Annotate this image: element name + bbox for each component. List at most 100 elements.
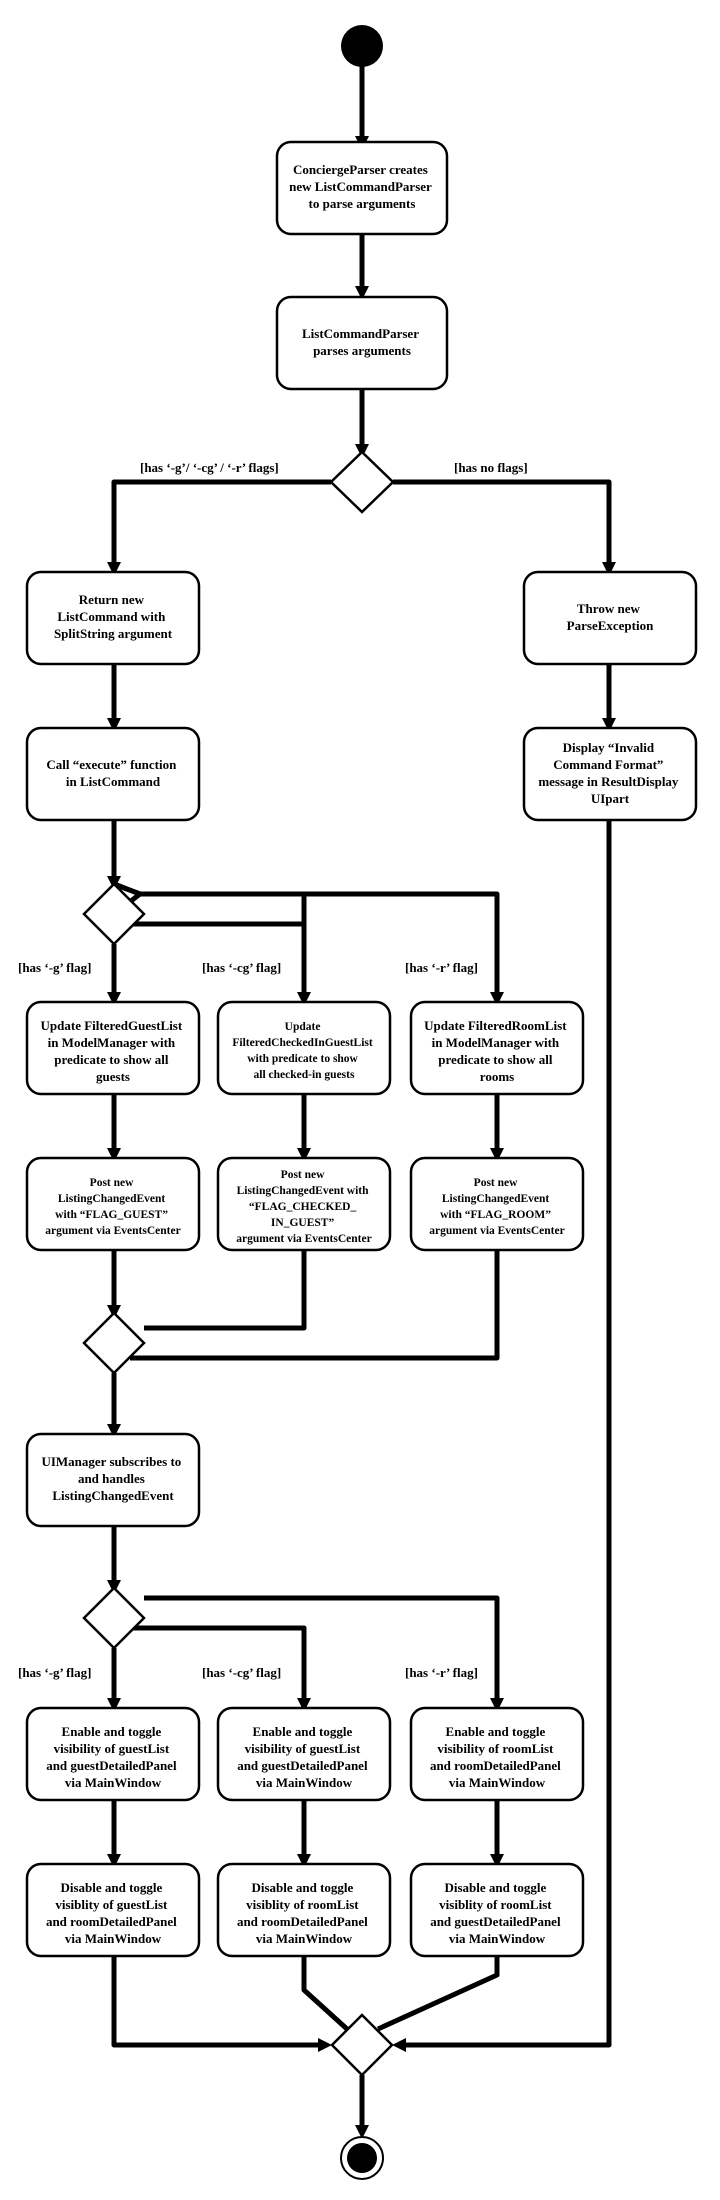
svg-text:Post new ListingChangedE: Post new ListingChangedEvent with “FLAG_… bbox=[429, 1177, 564, 1237]
arrowhead bbox=[355, 286, 369, 300]
node-line: with predicate to show bbox=[247, 1053, 358, 1065]
node-post-checkedin: Post new ListingChangedEvent with “FLAG_… bbox=[216, 1156, 392, 1252]
node-update-checkedin: Update FilteredCheckedInGuestList with p… bbox=[216, 1000, 392, 1096]
node-line: Display “Invalid bbox=[563, 740, 655, 755]
arrowhead bbox=[107, 1424, 121, 1438]
node-line: via MainWindow bbox=[449, 1931, 546, 1946]
node-line: visiblity of roomList bbox=[439, 1897, 552, 1912]
node-parser-creates: ConciergeParser creates new ListCommandP… bbox=[275, 140, 449, 236]
node-line: Disable and toggle bbox=[444, 1880, 546, 1895]
node-line: and handles bbox=[78, 1471, 145, 1486]
svg-text:Enable and toggle visibi: Enable and toggle visibility of roomList… bbox=[430, 1724, 564, 1790]
node-ui-subscribes: UIManager subscribes to and handles List… bbox=[25, 1432, 201, 1528]
node-line: parses arguments bbox=[313, 343, 411, 358]
svg-text:Display “Invalid Command: Display “Invalid Command Format” message… bbox=[538, 740, 681, 806]
node-line: via MainWindow bbox=[256, 1931, 353, 1946]
node-line: Post new bbox=[474, 1177, 518, 1189]
node-line: SplitString argument bbox=[54, 626, 173, 641]
svg-text:Update FilteredCheckedIn: Update FilteredCheckedInGuestList with p… bbox=[232, 1021, 375, 1081]
arrowhead bbox=[490, 1698, 504, 1712]
node-line: Enable and toggle bbox=[62, 1724, 162, 1739]
node-line: and roomDetailedPanel bbox=[430, 1758, 561, 1773]
svg-text:ListCommandParser parses: ListCommandParser parses arguments bbox=[302, 326, 422, 358]
svg-text:Call “execute” function: Call “execute” function in ListCommand bbox=[46, 757, 179, 789]
merge-final bbox=[330, 2013, 394, 2077]
node-enable-room: Enable and toggle visibility of roomList… bbox=[409, 1706, 585, 1802]
svg-text:Update FilteredGuestList: Update FilteredGuestList in ModelManager… bbox=[41, 1018, 186, 1084]
node-line: argument via EventsCenter bbox=[45, 1225, 180, 1237]
guard-cg-flag-2: [has ‘-cg’ flag] bbox=[202, 1665, 281, 1680]
node-line: Update FilteredRoomList bbox=[424, 1018, 567, 1033]
node-disable-guest: Disable and toggle visiblity of guestLis… bbox=[25, 1862, 201, 1958]
node-line: with “FLAG_GUEST” bbox=[55, 1209, 168, 1221]
arrowhead bbox=[297, 992, 311, 1006]
final-node bbox=[340, 2136, 384, 2180]
node-post-guest: Post new ListingChangedEvent with “FLAG_… bbox=[25, 1156, 201, 1252]
guard-r-flag-2: [has ‘-r’ flag] bbox=[405, 1665, 478, 1680]
arrowhead bbox=[318, 2038, 332, 2052]
node-line: Command Format” bbox=[553, 757, 663, 772]
svg-text:Enable and toggle visibi: Enable and toggle visibility of guestLis… bbox=[46, 1724, 180, 1790]
arrowhead bbox=[107, 718, 121, 732]
node-line: visiblity of roomList bbox=[246, 1897, 359, 1912]
guard-r-flag-1: [has ‘-r’ flag] bbox=[405, 960, 478, 975]
node-line: via MainWindow bbox=[65, 1775, 162, 1790]
node-line: via MainWindow bbox=[449, 1775, 546, 1790]
svg-text:Disable and toggle visib: Disable and toggle visiblity of roomList… bbox=[430, 1880, 564, 1946]
svg-text:Post new ListingChangedE: Post new ListingChangedEvent with “FLAG_… bbox=[236, 1169, 371, 1245]
node-line: visiblity of guestList bbox=[55, 1897, 168, 1912]
node-line: visibility of roomList bbox=[437, 1741, 554, 1756]
arrowhead bbox=[490, 992, 504, 1006]
decision-flag-type-2 bbox=[82, 1586, 146, 1650]
node-update-guest: Update FilteredGuestList in ModelManager… bbox=[25, 1000, 201, 1096]
arrowhead bbox=[602, 718, 616, 732]
arrowhead bbox=[297, 1698, 311, 1712]
node-line: ListingChangedEvent bbox=[58, 1193, 166, 1205]
node-line: Update FilteredGuestList bbox=[41, 1018, 183, 1033]
node-line: Enable and toggle bbox=[446, 1724, 546, 1739]
node-throw-parse-exception: Throw new ParseException bbox=[522, 570, 698, 666]
arrowhead bbox=[490, 1148, 504, 1162]
merge-flag-type-1 bbox=[82, 1311, 146, 1375]
svg-text:Disable and toggle visib: Disable and toggle visiblity of roomList… bbox=[237, 1880, 371, 1946]
node-line: and roomDetailedPanel bbox=[46, 1914, 177, 1929]
node-line: UIManager subscribes to bbox=[41, 1454, 181, 1469]
node-line: “FLAG_CHECKED_ bbox=[249, 1201, 357, 1213]
arrowhead bbox=[490, 1854, 504, 1868]
node-line: Post new bbox=[281, 1169, 325, 1181]
node-line: argument via EventsCenter bbox=[429, 1225, 564, 1237]
arrowhead bbox=[107, 1854, 121, 1868]
node-line: IN_GUEST” bbox=[271, 1217, 335, 1229]
node-line: ListingChangedEvent bbox=[442, 1193, 550, 1205]
guard-has-flags: [has ‘-g’/ ‘-cg’ / ‘-r’ flags] bbox=[140, 460, 279, 475]
node-line: Disable and toggle bbox=[60, 1880, 162, 1895]
node-line: UIpart bbox=[591, 791, 630, 806]
svg-text:UIManager subscribes to: UIManager subscribes to and handles List… bbox=[41, 1454, 184, 1503]
node-line: argument via EventsCenter bbox=[236, 1233, 371, 1245]
svg-text:Enable and toggle visibi: Enable and toggle visibility of guestLis… bbox=[237, 1724, 371, 1790]
node-disable-room: Disable and toggle visiblity of roomList… bbox=[409, 1862, 585, 1958]
svg-text:Throw new ParseException: Throw new ParseException bbox=[567, 601, 654, 633]
node-enable-checkedin: Enable and toggle visibility of guestLis… bbox=[216, 1706, 392, 1802]
node-line: new ListCommandParser bbox=[289, 179, 432, 194]
arrowhead bbox=[107, 562, 121, 576]
node-line: Call “execute” function bbox=[46, 757, 177, 772]
node-post-room: Post new ListingChangedEvent with “FLAG_… bbox=[409, 1156, 585, 1252]
node-line: visibility of guestList bbox=[54, 1741, 170, 1756]
node-line: Update bbox=[285, 1021, 321, 1033]
node-line: and guestDetailedPanel bbox=[237, 1758, 368, 1773]
node-line: with “FLAG_ROOM” bbox=[440, 1209, 551, 1221]
guard-cg-flag-1: [has ‘-cg’ flag] bbox=[202, 960, 281, 975]
node-line: in ModelManager with bbox=[48, 1035, 176, 1050]
node-line: ParseException bbox=[567, 618, 654, 633]
node-line: and guestDetailedPanel bbox=[430, 1914, 561, 1929]
node-line: ListCommandParser bbox=[302, 326, 419, 341]
node-line: Throw new bbox=[577, 601, 641, 616]
node-line: predicate to show all bbox=[54, 1052, 169, 1067]
node-line: FilteredCheckedInGuestList bbox=[232, 1037, 373, 1049]
arrowhead bbox=[392, 2038, 406, 2052]
node-line: Return new bbox=[79, 592, 145, 607]
guard-no-flags: [has no flags] bbox=[454, 460, 528, 475]
arrowhead bbox=[107, 1698, 121, 1712]
